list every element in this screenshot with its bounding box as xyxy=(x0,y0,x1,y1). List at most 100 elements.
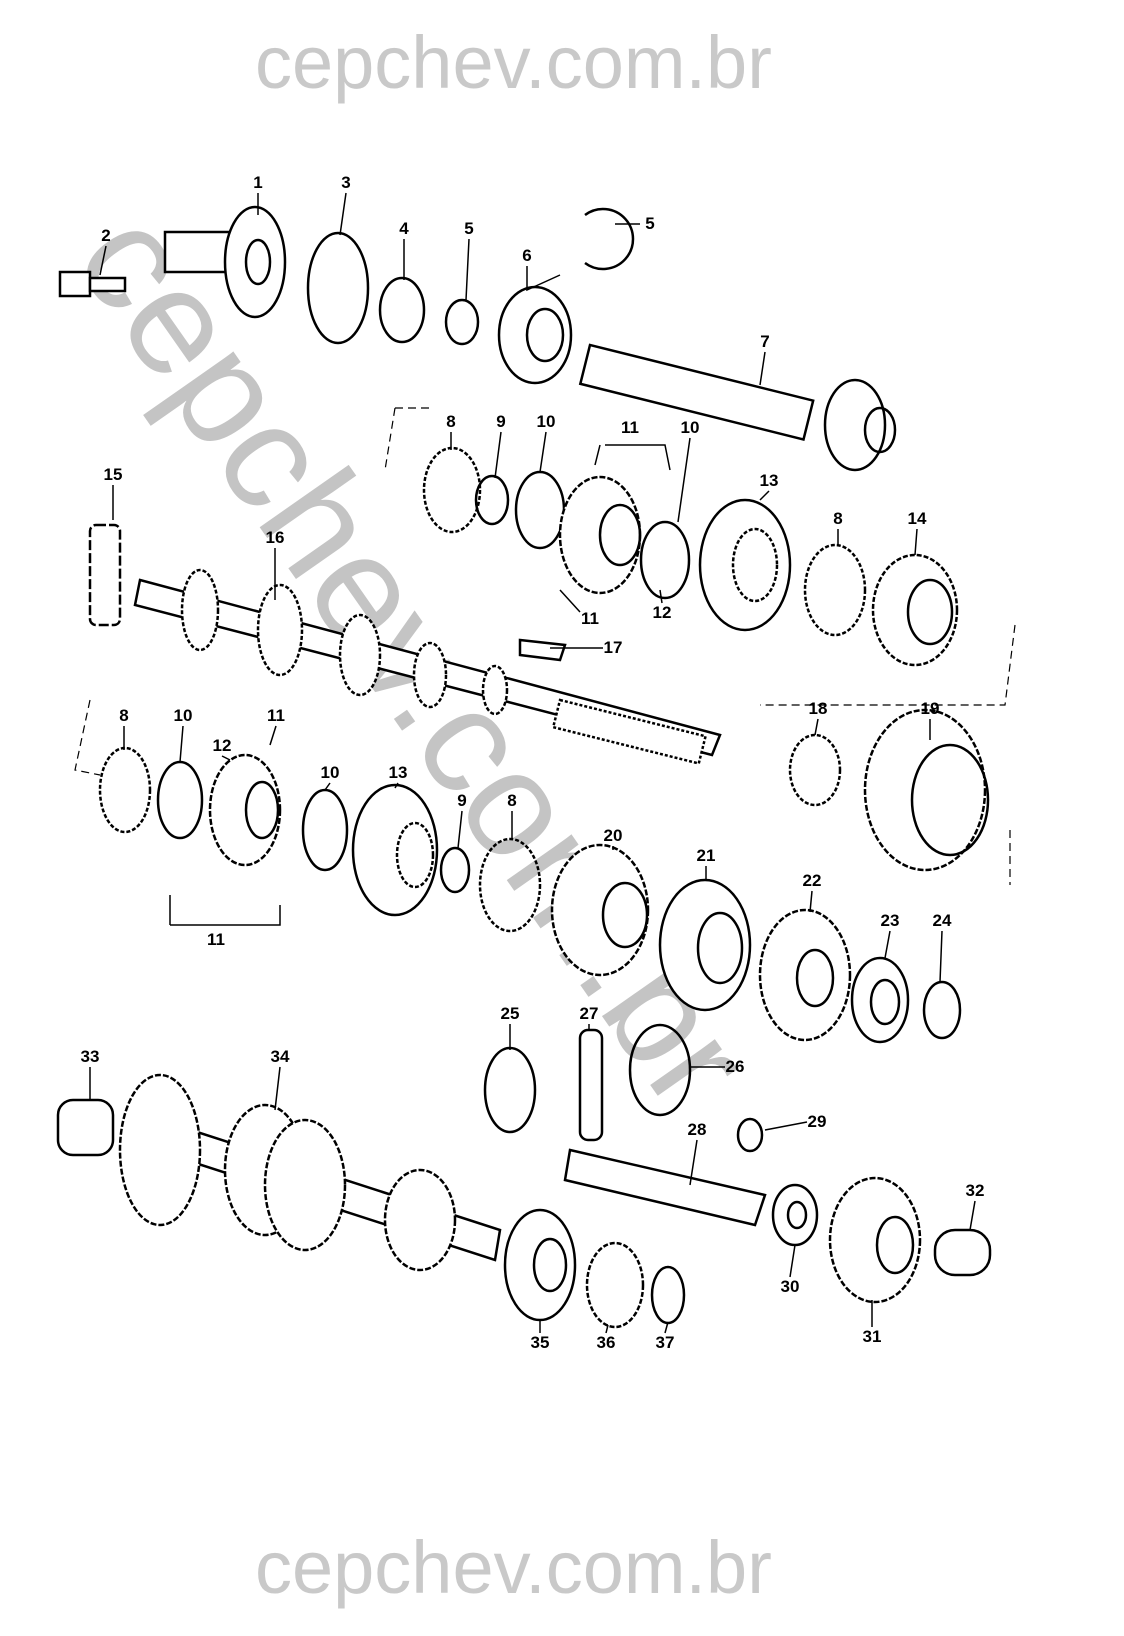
gear-36 xyxy=(585,1241,645,1329)
countershaft-34 xyxy=(118,1073,502,1272)
reverse-shaft-28 xyxy=(563,1148,767,1227)
callout-4: 4 xyxy=(399,219,409,238)
mainshaft-16 xyxy=(133,568,722,765)
callout-18: 18 xyxy=(808,699,828,718)
ring-10 xyxy=(514,470,566,550)
ring-10b xyxy=(639,520,691,600)
callout-11: 11 xyxy=(621,418,639,437)
callout-9: 9 xyxy=(496,412,506,431)
snap-ring-26 xyxy=(628,1023,692,1117)
circlip xyxy=(444,298,480,346)
callout-36: 36 xyxy=(596,1333,616,1352)
callout-8b: 8 xyxy=(833,509,843,528)
synchro-ring-8 xyxy=(803,543,867,637)
thrust-washer-23 xyxy=(850,956,910,1044)
gear-18 xyxy=(788,733,842,807)
callout-13: 13 xyxy=(759,471,779,490)
circlip-9b xyxy=(439,846,471,894)
snap-ring-25 xyxy=(483,1046,537,1134)
gear-14 xyxy=(871,553,959,667)
needle-bearing-15 xyxy=(88,523,122,627)
callout-3: 3 xyxy=(341,173,351,192)
callout-14: 14 xyxy=(907,509,927,528)
callout-6: 6 xyxy=(522,246,532,265)
callout-32: 32 xyxy=(965,1181,985,1200)
callout-21: 21 xyxy=(696,846,716,865)
gear-19 xyxy=(863,708,990,872)
callout-30: 30 xyxy=(780,1277,800,1296)
bearing-35 xyxy=(503,1208,577,1322)
sleeve-13 xyxy=(698,498,792,632)
bolt xyxy=(58,270,127,298)
callout-31: 31 xyxy=(862,1327,882,1346)
callout-8: 8 xyxy=(446,412,456,431)
pin-27 xyxy=(578,1028,604,1142)
snap-ring-5 xyxy=(584,207,635,271)
ring-10c xyxy=(156,760,204,840)
synchro-ring-8c xyxy=(478,837,542,933)
synchro-ring xyxy=(422,446,482,534)
callout-22: 22 xyxy=(802,871,822,890)
input-shaft xyxy=(578,343,897,472)
callout-15: 15 xyxy=(103,465,123,484)
snap-ring-24 xyxy=(922,980,962,1040)
callout-12: 12 xyxy=(652,603,672,622)
callout-24: 24 xyxy=(932,911,952,930)
callout-11b: 11 xyxy=(581,609,599,628)
watermark-top: cepchev.com.br xyxy=(255,21,772,104)
callout-37: 37 xyxy=(655,1333,675,1352)
callout-10: 10 xyxy=(536,412,556,431)
reverse-gear-31 xyxy=(828,1176,922,1304)
sleeve-13b xyxy=(351,783,439,917)
synchro-ring-8b xyxy=(98,746,152,834)
watermark-bottom: cepchev.com.br xyxy=(255,1526,772,1609)
callout-10c: 10 xyxy=(173,706,193,725)
plate-17 xyxy=(518,638,567,662)
seal xyxy=(378,276,426,344)
callout-1: 1 xyxy=(253,173,263,192)
callout-34: 34 xyxy=(270,1047,290,1066)
gasket xyxy=(306,231,370,345)
callout-20: 20 xyxy=(603,826,623,845)
gear-20 xyxy=(550,843,650,977)
snap-ring-37 xyxy=(650,1265,686,1325)
bushing-32 xyxy=(933,1228,992,1277)
callout-25: 25 xyxy=(500,1004,520,1023)
callout-9b: 9 xyxy=(457,791,467,810)
callout-7: 7 xyxy=(760,332,770,351)
callout-12b: 12 xyxy=(212,736,232,755)
ring-10d xyxy=(301,788,349,872)
callout-2: 2 xyxy=(101,226,111,245)
callout-28: 28 xyxy=(687,1120,707,1139)
gear-22 xyxy=(758,908,852,1042)
lock-29 xyxy=(736,1117,764,1153)
callout-8c: 8 xyxy=(119,706,129,725)
circlip-9 xyxy=(474,474,510,526)
callout-16: 16 xyxy=(265,528,285,547)
callout-11d: 11 xyxy=(207,930,225,949)
callout-11c: 11 xyxy=(267,706,285,725)
bearing-6 xyxy=(497,285,573,385)
callout-13b: 13 xyxy=(388,763,408,782)
callout-19: 19 xyxy=(920,699,940,718)
callout-33: 33 xyxy=(80,1047,100,1066)
callout-10b: 10 xyxy=(680,418,700,437)
bearing-21 xyxy=(658,878,752,1012)
leader-lines xyxy=(89,192,976,1334)
callout-23: 23 xyxy=(880,911,900,930)
callout-26: 26 xyxy=(725,1057,745,1076)
input-flange xyxy=(163,205,287,319)
synchro-hub xyxy=(558,475,642,595)
callout-10d: 10 xyxy=(320,763,340,782)
callout-17: 17 xyxy=(603,638,623,657)
callout-35: 35 xyxy=(530,1333,550,1352)
synchro-hub-12 xyxy=(208,753,282,867)
washer-30 xyxy=(771,1183,819,1247)
callout-29: 29 xyxy=(807,1112,827,1131)
callout-27: 27 xyxy=(579,1004,599,1023)
bearing-33 xyxy=(56,1098,115,1157)
callout-5: 5 xyxy=(464,219,474,238)
callout-8d: 8 xyxy=(507,791,517,810)
